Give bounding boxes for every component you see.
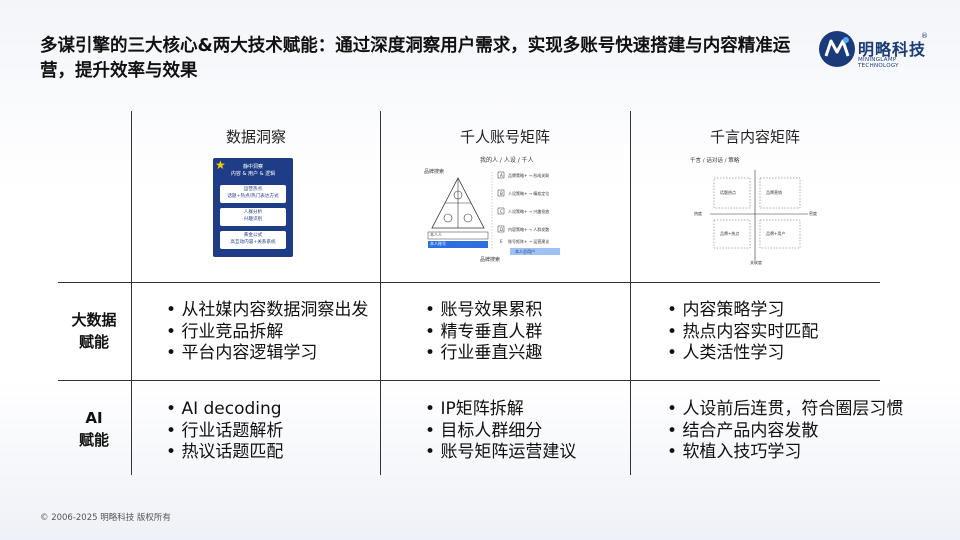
thumb-label: D (500, 227, 504, 232)
thumb-header: 我的人 / 人设 / 千人 (480, 157, 534, 164)
row-header-line: 赋能 (78, 431, 109, 449)
logo-registered-mark: ® (921, 32, 928, 40)
thumb-label: C (500, 209, 503, 214)
logo-name-cn: 明略科技 (858, 40, 927, 59)
list-item: 行业话题解析 (166, 421, 283, 443)
cell-ai-content: 人设前后连贯，符合圈层习惯 结合产品内容发散 软植入技巧学习 (667, 399, 903, 464)
column-header-data-insight: 数据洞察 (225, 128, 286, 146)
pyramid-diagram-icon (427, 171, 560, 255)
thumb-footer-box: 本人人 (430, 232, 442, 237)
list-item: 结合产品内容发散 (667, 421, 903, 443)
list-item: 人类活性学习 (667, 343, 818, 365)
list-item: 从社媒内容数据洞察出发 (166, 300, 368, 322)
company-logo: 明略科技 ® MININGLAMP TECHNOLOGY (818, 30, 938, 69)
cell-bigdata-accounts: 账号效果累积 精专垂直人群 行业垂直兴趣 (425, 300, 542, 365)
list-item: 软植入技巧学习 (667, 442, 903, 464)
thumb-row: 账号矩阵+ → 运营建议 (508, 239, 550, 244)
copyright-footer: © 2006-2025 明略科技 版权所有 (40, 513, 171, 523)
axis-label: 热度 (694, 211, 702, 216)
content-matrix-thumbnail: 千言 / 话对话 / 策略 热度 密度 关联度 话题热点 品牌营销 品牌+热点 … (690, 152, 820, 267)
thumb-top-line: 内容 & 用户 & 逻辑 (230, 171, 276, 177)
row-header-ai: AI 赋能 (58, 407, 130, 451)
cell-bigdata-content: 内容策略学习 热点内容实时匹配 人类活性学习 (667, 300, 818, 365)
list-item: AI decoding (166, 399, 283, 421)
grid-line (131, 111, 132, 475)
thumb-row: 内容策略+ → 人群发散 (508, 227, 550, 232)
thumb-box: 黄金公式 高互动内容+关系系统 (220, 231, 286, 249)
thumb-header: 千言 / 话对话 / 策略 (690, 158, 740, 164)
grid-line (380, 111, 381, 475)
quadrant-label: 话题热点 (720, 190, 736, 195)
list-item: IP矩阵拆解 (425, 399, 576, 421)
thumb-row: 品牌策略+ → 形成关联 (508, 173, 550, 178)
thumb-footer-box: 本人账号 (430, 241, 446, 246)
row-header-line: 大数据 (71, 311, 117, 329)
star-icon: ★ (215, 158, 226, 172)
thumb-top-line: 静中洞察 (242, 164, 263, 170)
axis-label: 密度 (809, 211, 817, 216)
thumb-row: 人设策略+ → 兴趣投放 (508, 209, 550, 214)
list-item: 精专垂直人群 (425, 322, 542, 344)
list-item: 热议话题匹配 (166, 442, 283, 464)
account-matrix-thumbnail: 我的人 / 人设 / 千人 品牌搜索 品牌搜索 本人人 本人账号 本人总用户 A… (420, 150, 590, 265)
row-header-line: AI (85, 409, 103, 427)
row-header-line: 赋能 (78, 333, 109, 351)
thumb-box-line: 运营热点 (243, 187, 263, 192)
quadrant-chart-icon (710, 170, 808, 260)
column-header-content-matrix: 千言内容矩阵 (709, 128, 800, 146)
list-item: 目标人群细分 (425, 421, 576, 443)
axis-label: 关联度 (750, 260, 762, 265)
column-header-account-matrix: 千人账号矩阵 (459, 128, 550, 146)
thumb-box-line: 兴趣识别 (243, 216, 263, 222)
list-item: 账号效果累积 (425, 300, 542, 322)
cell-ai-accounts: IP矩阵拆解 目标人群细分 账号矩阵运营建议 (425, 399, 576, 464)
data-insight-thumbnail: ★ 静中洞察 内容 & 用户 & 逻辑 运营热点 话题+热点/热门表达方式 人群… (213, 158, 293, 257)
grid-line (58, 282, 880, 283)
list-item: 内容策略学习 (667, 300, 818, 322)
thumb-box-line: 高互动内容+关系系统 (230, 239, 276, 245)
thumb-box: 运营热点 话题+热点/热门表达方式 (220, 185, 286, 203)
thumb-footer-box: 本人总用户 (515, 249, 535, 254)
quadrant-label: 品牌+用户 (766, 231, 786, 236)
thumb-row: 人设策略+ → 精准定位 (508, 191, 550, 196)
cell-ai-insight: AI decoding 行业话题解析 热议话题匹配 (166, 399, 283, 464)
quadrant-label: 品牌+热点 (720, 231, 740, 236)
cell-bigdata-insight: 从社媒内容数据洞察出发 行业竞品拆解 平台内容逻辑学习 (166, 300, 368, 365)
grid-line (630, 111, 631, 475)
list-item: 平台内容逻辑学习 (166, 343, 368, 365)
logo-name-en: MININGLAMP TECHNOLOGY (858, 57, 899, 69)
list-item: 人设前后连贯，符合圈层习惯 (667, 399, 903, 421)
list-item: 行业竞品拆解 (166, 322, 368, 344)
page-title: 多谋引擎的三大核心&两大技术赋能：通过深度洞察用户需求，实现多账号快速搭建与内容… (40, 36, 791, 81)
thumb-label: B (500, 191, 503, 196)
thumb-box-line: 话题+热点/热门表达方式 (227, 193, 279, 199)
list-item: 账号矩阵运营建议 (425, 442, 576, 464)
thumb-label: E (500, 239, 503, 244)
quadrant-label: 品牌营销 (766, 190, 782, 195)
thumb-box: 人群分析 兴趣识别 (220, 208, 286, 226)
thumb-tag: 品牌搜索 (480, 257, 501, 263)
thumb-tag: 品牌搜索 (424, 169, 445, 175)
thumb-box-line: 人群分析 (243, 210, 263, 215)
list-item: 热点内容实时匹配 (667, 322, 818, 344)
row-header-big-data: 大数据 赋能 (58, 309, 130, 353)
list-item: 行业垂直兴趣 (425, 343, 542, 365)
thumb-box-line: 黄金公式 (243, 233, 263, 238)
grid-line (58, 380, 880, 381)
logo-mark-icon (819, 31, 855, 67)
thumb-label: A (500, 173, 503, 178)
